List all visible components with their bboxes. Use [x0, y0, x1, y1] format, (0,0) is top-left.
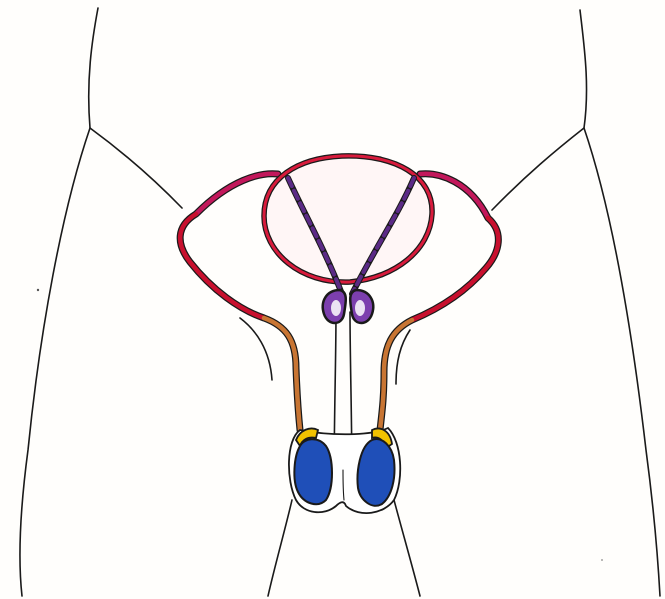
prostate-gland [323, 290, 373, 323]
pencil-specks [37, 289, 603, 561]
bladder [264, 156, 432, 282]
